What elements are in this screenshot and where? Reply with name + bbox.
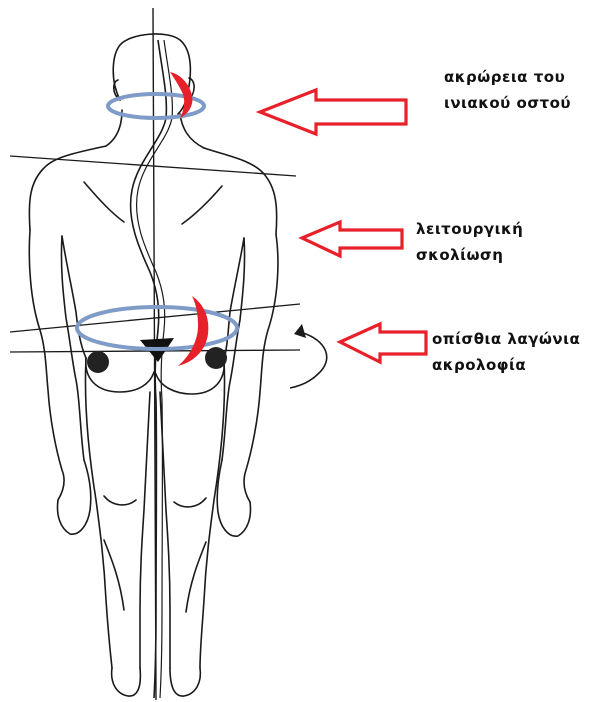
- label-iliac-line2: ακρολοφία: [432, 352, 580, 378]
- right-arm-outer: [244, 234, 278, 502]
- label-iliac: οπίσθια λαγώνια ακρολοφία: [432, 326, 580, 378]
- arrow-occiput-icon: [260, 90, 406, 134]
- left-foot: [112, 668, 141, 696]
- head-outline: [113, 34, 190, 114]
- label-occiput-line2: ινιακού οστού: [444, 90, 571, 116]
- left-arm-outer: [29, 230, 64, 500]
- left-calf: [104, 540, 124, 610]
- arrow-iliac-icon: [340, 324, 426, 362]
- left-leg-inner: [140, 392, 150, 668]
- neck-right: [180, 114, 204, 148]
- right-knee: [174, 498, 206, 507]
- label-scoliosis: λειτουργική σκολίωση: [416, 216, 523, 268]
- label-scoliosis-line1: λειτουργική: [416, 216, 523, 242]
- torso-right: [224, 238, 244, 360]
- rotation-arrow-icon: [290, 324, 327, 388]
- right-foot: [170, 668, 200, 696]
- right-shoulder: [204, 148, 277, 234]
- right-scapula: [182, 186, 222, 224]
- right-iliac-dot: [205, 347, 227, 369]
- label-occiput: ακρώρεια του ινιακού οστού: [444, 64, 571, 116]
- label-iliac-line1: οπίσθια λαγώνια: [432, 326, 580, 352]
- left-iliac-dot: [87, 351, 109, 373]
- left-knee: [104, 496, 136, 505]
- right-leg-outer: [200, 360, 225, 668]
- torso-left: [62, 236, 86, 358]
- label-scoliosis-line2: σκολίωση: [416, 242, 523, 268]
- right-calf: [186, 542, 206, 612]
- label-occiput-line1: ακρώρεια του: [444, 64, 571, 90]
- left-arm-inner: [61, 236, 84, 460]
- arrow-scoliosis-icon: [302, 222, 402, 256]
- left-scapula: [84, 182, 124, 222]
